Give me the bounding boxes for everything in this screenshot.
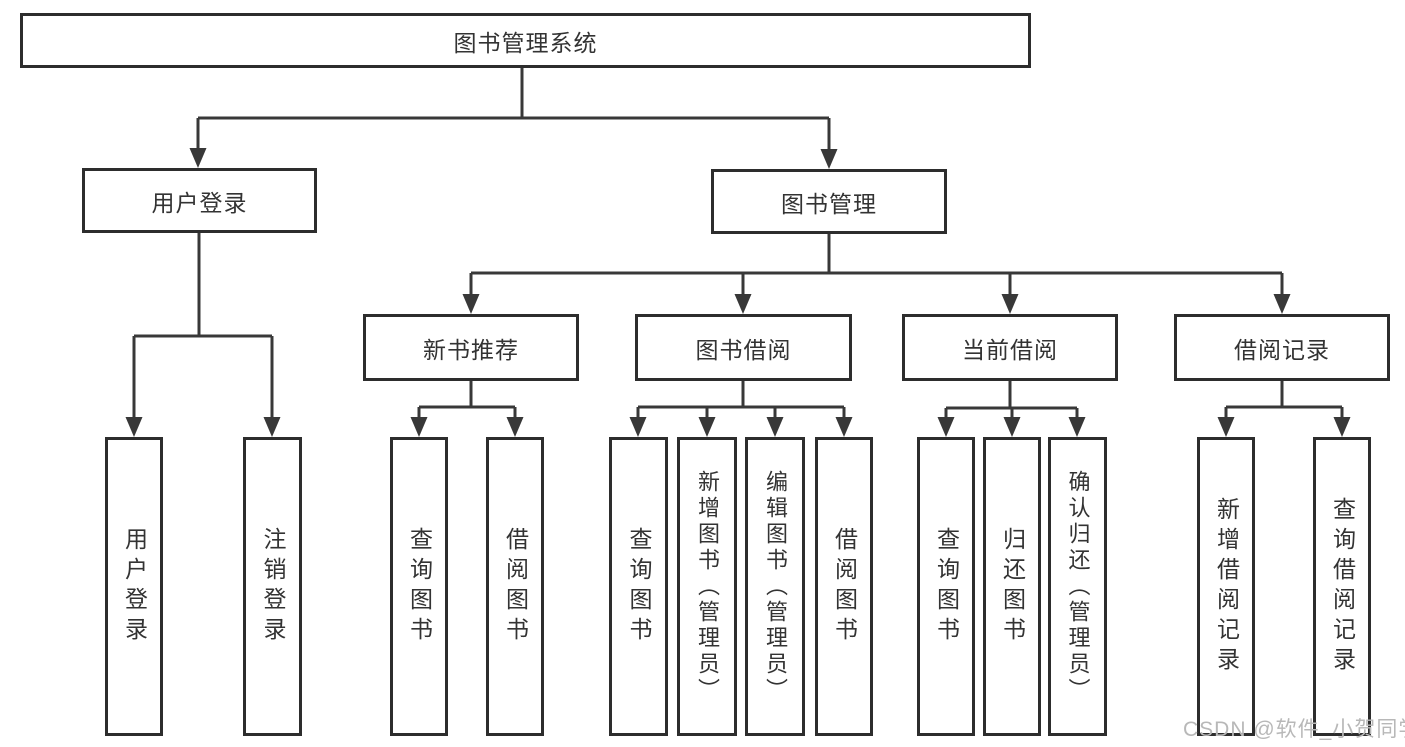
node-user-login-leaf: 用户登录 (105, 437, 163, 736)
node-query-borrowing-record: 查询借阅记录 (1313, 437, 1371, 736)
node-label: 查询图书 (626, 526, 652, 647)
node-label: 借阅图书 (831, 526, 858, 647)
node-logout: 注销登录 (243, 437, 302, 736)
node-label: 用户登录 (151, 189, 248, 216)
node-label: 注销登录 (260, 526, 286, 647)
node-label: 当前借阅 (962, 336, 1058, 363)
node-label: 图书借阅 (695, 336, 792, 363)
node-book-borrowing: 图书借阅 (635, 314, 852, 381)
node-label: 查询图书 (933, 526, 960, 647)
node-label: 新增图书（管理员） (695, 469, 720, 704)
node-label: 新增借阅记录 (1213, 496, 1240, 677)
node-label: 图书管理系统 (453, 29, 598, 56)
node-new-book-recommendation: 新书推荐 (363, 314, 579, 381)
node-book-management: 图书管理 (711, 169, 947, 234)
node-current-borrowing: 当前借阅 (902, 314, 1118, 381)
node-recommend-query-books: 查询图书 (390, 437, 448, 736)
node-borrowing-borrow-books: 借阅图书 (815, 437, 873, 736)
node-confirm-return-admin: 确认归还（管理员） (1048, 437, 1107, 736)
node-label: 查询图书 (406, 526, 433, 647)
node-edit-books-admin: 编辑图书（管理员） (745, 437, 805, 736)
node-add-borrowing-record: 新增借阅记录 (1197, 437, 1255, 736)
node-add-books-admin: 新增图书（管理员） (677, 437, 737, 736)
csdn-watermark: CSDN @软件_小贺同学 (1183, 718, 1405, 741)
node-label: 借阅记录 (1234, 336, 1330, 363)
node-label: 查询借阅记录 (1329, 496, 1356, 677)
node-return-books: 归还图书 (983, 437, 1041, 736)
node-user-login: 用户登录 (82, 168, 317, 233)
node-current-query-books: 查询图书 (917, 437, 975, 736)
node-label: 编辑图书（管理员） (763, 469, 788, 704)
node-label: 归还图书 (999, 526, 1026, 647)
node-label: 图书管理 (781, 190, 877, 217)
node-label: 借阅图书 (502, 526, 529, 647)
node-recommend-borrow-books: 借阅图书 (486, 437, 544, 736)
node-label: 确认归还（管理员） (1065, 469, 1091, 704)
node-borrowing-query-books: 查询图书 (609, 437, 668, 736)
node-label: 新书推荐 (423, 336, 519, 363)
node-borrowing-records: 借阅记录 (1174, 314, 1390, 381)
node-library-management-system: 图书管理系统 (20, 13, 1031, 68)
node-label: 用户登录 (121, 526, 148, 647)
